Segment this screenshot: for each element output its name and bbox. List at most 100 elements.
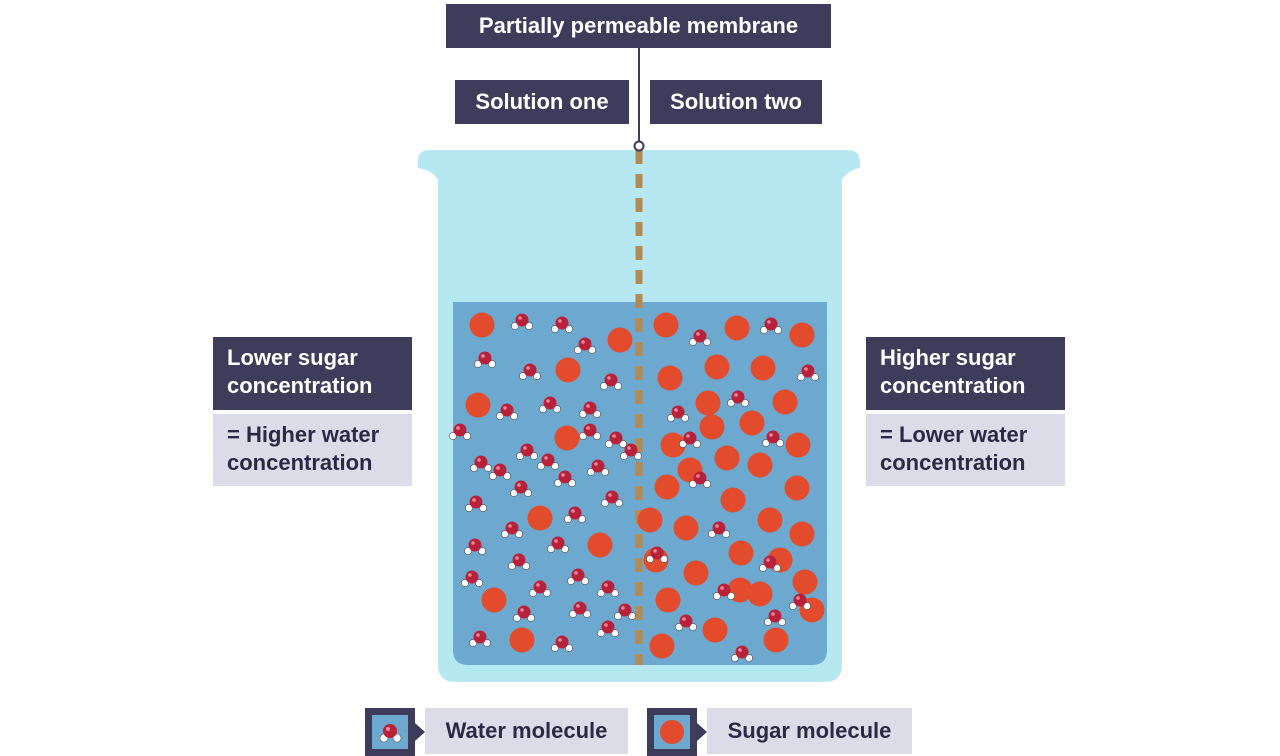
sugar-molecule: [763, 627, 789, 653]
water-legend-icon: [365, 708, 415, 756]
sugar-molecule: [649, 633, 675, 659]
solution-two-label: Solution two: [650, 80, 822, 124]
water-molecule: [516, 443, 538, 460]
water-molecule: [620, 443, 642, 460]
water-molecule: [474, 351, 496, 368]
sugar-molecule: [704, 354, 730, 380]
solution-one-label: Solution one: [455, 80, 629, 124]
left-sugar-line-2: concentration: [227, 373, 373, 398]
water-molecule: [519, 363, 541, 380]
sugar-molecule: [607, 327, 633, 353]
water-molecule: [469, 630, 491, 647]
sugar-molecule: [660, 432, 686, 458]
water-legend-label: Water molecule: [425, 708, 628, 754]
water-molecule: [797, 364, 819, 381]
sugar-legend-icon: [647, 708, 697, 756]
water-legend-arrow: [415, 723, 425, 741]
right-sugar-line-2: concentration: [880, 373, 1026, 398]
left-water-line-1: = Higher water: [227, 422, 380, 447]
water-molecule-icon: [379, 724, 402, 743]
water-molecule: [597, 620, 619, 637]
sugar-molecule: [555, 357, 581, 383]
water-molecule: [689, 329, 711, 346]
sugar-molecule: [653, 312, 679, 338]
water-molecule: [689, 471, 711, 488]
sugar-molecule: [785, 432, 811, 458]
water-molecule: [762, 430, 784, 447]
left-sugar-label: Lower sugar concentration: [213, 337, 412, 410]
sugar-molecule: [724, 315, 750, 341]
sugar-molecule: [747, 452, 773, 478]
sugar-legend-arrow: [697, 723, 707, 741]
water-molecule: [470, 455, 492, 472]
water-molecule: [464, 538, 486, 555]
water-molecule: [511, 313, 533, 330]
sugar-molecule: [789, 322, 815, 348]
water-molecule: [760, 317, 782, 334]
water-molecule: [759, 555, 781, 572]
sugar-molecule: [469, 312, 495, 338]
water-molecule: [597, 580, 619, 597]
water-molecule: [449, 423, 471, 440]
water-molecule: [600, 373, 622, 390]
water-molecule: [713, 583, 735, 600]
sugar-molecule: [509, 627, 535, 653]
sugar-molecule: [757, 507, 783, 533]
water-molecule: [764, 609, 786, 626]
water-molecule: [496, 403, 518, 420]
left-sugar-line-1: Lower sugar: [227, 345, 358, 370]
left-water-line-2: concentration: [227, 450, 373, 475]
sugar-molecule: [587, 532, 613, 558]
water-molecule: [551, 635, 573, 652]
sugar-molecule-icon: [660, 720, 684, 744]
sugar-molecule: [750, 355, 776, 381]
water-molecule: [727, 390, 749, 407]
water-molecule: [646, 546, 668, 563]
sugar-molecule: [720, 487, 746, 513]
sugar-molecule: [699, 414, 725, 440]
right-sugar-label: Higher sugar concentration: [866, 337, 1065, 410]
sugar-molecule: [683, 560, 709, 586]
water-molecule: [461, 570, 483, 587]
sugar-molecule: [789, 521, 815, 547]
water-molecule: [547, 536, 569, 553]
right-water-line-1: = Lower water: [880, 422, 1028, 447]
water-molecule: [731, 645, 753, 662]
water-molecule: [529, 580, 551, 597]
water-molecule: [539, 396, 561, 413]
sugar-legend-label: Sugar molecule: [707, 708, 912, 754]
water-molecule: [510, 480, 532, 497]
water-molecule: [667, 405, 689, 422]
right-sugar-line-1: Higher sugar: [880, 345, 1016, 370]
sugar-molecule: [728, 540, 754, 566]
sugar-molecule: [465, 392, 491, 418]
water-molecule: [579, 423, 601, 440]
water-molecule: [567, 568, 589, 585]
water-molecule: [587, 459, 609, 476]
sugar-molecule: [554, 425, 580, 451]
water-molecule: [554, 470, 576, 487]
water-molecule: [601, 490, 623, 507]
water-molecule: [465, 495, 487, 512]
water-molecule: [605, 431, 627, 448]
sugar-molecule: [739, 410, 765, 436]
water-molecule: [513, 605, 535, 622]
water-molecule: [789, 593, 811, 610]
sugar-molecule: [637, 507, 663, 533]
sugar-molecule: [654, 474, 680, 500]
water-molecule: [708, 521, 730, 538]
sugar-molecule: [702, 617, 728, 643]
water-molecule: [679, 431, 701, 448]
membrane-pointer-dot: [633, 140, 645, 152]
sugar-molecule: [784, 475, 810, 501]
water-molecule: [489, 463, 511, 480]
water-molecule: [508, 553, 530, 570]
water-molecule: [574, 337, 596, 354]
sugar-molecule: [747, 581, 773, 607]
right-water-line-2: concentration: [880, 450, 1026, 475]
molecules: [449, 312, 825, 662]
sugar-molecule: [772, 389, 798, 415]
sugar-molecule: [481, 587, 507, 613]
membrane-label: Partially permeable membrane: [446, 4, 831, 48]
